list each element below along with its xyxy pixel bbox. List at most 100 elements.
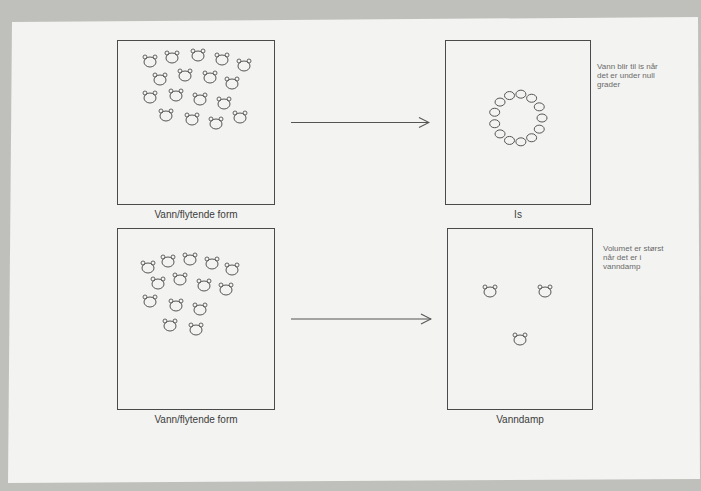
hydrogen-atom [165, 51, 169, 55]
oxygen-atom [527, 134, 537, 142]
water-molecule [143, 295, 157, 307]
water-molecule [141, 261, 155, 273]
water-molecule [504, 92, 514, 100]
state-label: Vanndamp [496, 414, 544, 425]
hydrogen-atom [523, 333, 527, 337]
water-molecule [219, 283, 233, 295]
hydrogen-atom [178, 69, 182, 73]
hydrogen-atom [169, 299, 173, 303]
hydrogen-atom [141, 261, 145, 265]
hydrogen-atom [151, 261, 155, 265]
water-molecule [534, 103, 544, 111]
water-molecule [169, 89, 183, 101]
hydrogen-atom [243, 111, 247, 115]
water-molecule [203, 71, 217, 83]
water-molecule [490, 108, 500, 116]
hydrogen-atom [538, 285, 542, 289]
water-molecule [217, 97, 231, 109]
state-label: Is [514, 209, 522, 220]
water-molecule [197, 279, 211, 291]
oxygen-atom [516, 138, 526, 146]
hydrogen-atom [153, 91, 157, 95]
water-molecule [163, 319, 177, 331]
oxygen-atom [490, 120, 500, 128]
hydrogen-atom [161, 277, 165, 281]
water-molecule [537, 114, 547, 122]
water-molecule [538, 285, 552, 297]
transition-arrow [291, 122, 429, 123]
hydrogen-atom [197, 279, 201, 283]
water-molecule [215, 53, 229, 65]
hydrogen-atom [193, 303, 197, 307]
water-molecule [153, 73, 167, 85]
hydrogen-atom [203, 303, 207, 307]
oxygen-atom [534, 125, 544, 133]
water-molecule [193, 303, 207, 315]
water-molecule [527, 94, 537, 102]
water-molecule [495, 130, 505, 138]
state-box: Is [445, 40, 591, 205]
hydrogen-atom [233, 111, 237, 115]
hydrogen-atom [195, 113, 199, 117]
transition-arrow [291, 318, 431, 319]
water-molecule [513, 333, 527, 345]
hydrogen-atom [235, 77, 239, 81]
water-molecule [143, 91, 157, 103]
oxygen-atom [504, 92, 514, 100]
molecules [141, 49, 552, 345]
water-molecule [209, 117, 223, 129]
hydrogen-atom [169, 109, 173, 113]
hydrogen-atom [163, 319, 167, 323]
hydrogen-atom [153, 295, 157, 299]
oxygen-atom [534, 103, 544, 111]
state-label: Vann/flytende form [154, 209, 237, 220]
water-molecule [225, 77, 239, 89]
hydrogen-atom [185, 113, 189, 117]
hydrogen-atom [169, 89, 173, 93]
hydrogen-atom [189, 323, 193, 327]
hydrogen-atom [215, 257, 219, 261]
hydrogen-atom [207, 279, 211, 283]
hydrogen-atom [143, 295, 147, 299]
hydrogen-atom [193, 93, 197, 97]
water-molecule [173, 273, 187, 285]
state-box: Vann/flytende form [117, 228, 275, 410]
water-molecule [490, 120, 500, 128]
hydrogen-atom [159, 109, 163, 113]
water-molecule [516, 90, 526, 98]
hydrogen-atom [199, 323, 203, 327]
water-molecule [185, 113, 199, 125]
hydrogen-atom [227, 97, 231, 101]
water-molecule [504, 136, 514, 144]
water-molecule [183, 253, 197, 265]
hydrogen-atom [179, 299, 183, 303]
hydrogen-atom [205, 257, 209, 261]
oxygen-atom [495, 130, 505, 138]
oxygen-atom [504, 136, 514, 144]
hydrogen-atom [548, 285, 552, 289]
paper-sheet [8, 17, 700, 483]
oxygen-atom [516, 90, 526, 98]
water-molecule [225, 263, 239, 275]
state-box: Vanndamp [447, 228, 593, 410]
hydrogen-atom [215, 53, 219, 57]
water-molecule [483, 285, 497, 297]
hydrogen-atom [171, 255, 175, 259]
water-molecule [527, 134, 537, 142]
water-molecule [233, 111, 247, 123]
hydrogen-atom [203, 93, 207, 97]
water-molecule [516, 138, 526, 146]
hydrogen-atom [203, 71, 207, 75]
hydrogen-atom [161, 255, 165, 259]
hydrogen-atom [175, 51, 179, 55]
hydrogen-atom [153, 55, 157, 59]
side-note: Vann blir til is når det er under null g… [597, 62, 663, 90]
water-molecule [151, 277, 165, 289]
water-molecule [143, 55, 157, 67]
hydrogen-atom [219, 283, 223, 287]
hydrogen-atom [183, 273, 187, 277]
hydrogen-atom [235, 263, 239, 267]
oxygen-atom [490, 108, 500, 116]
